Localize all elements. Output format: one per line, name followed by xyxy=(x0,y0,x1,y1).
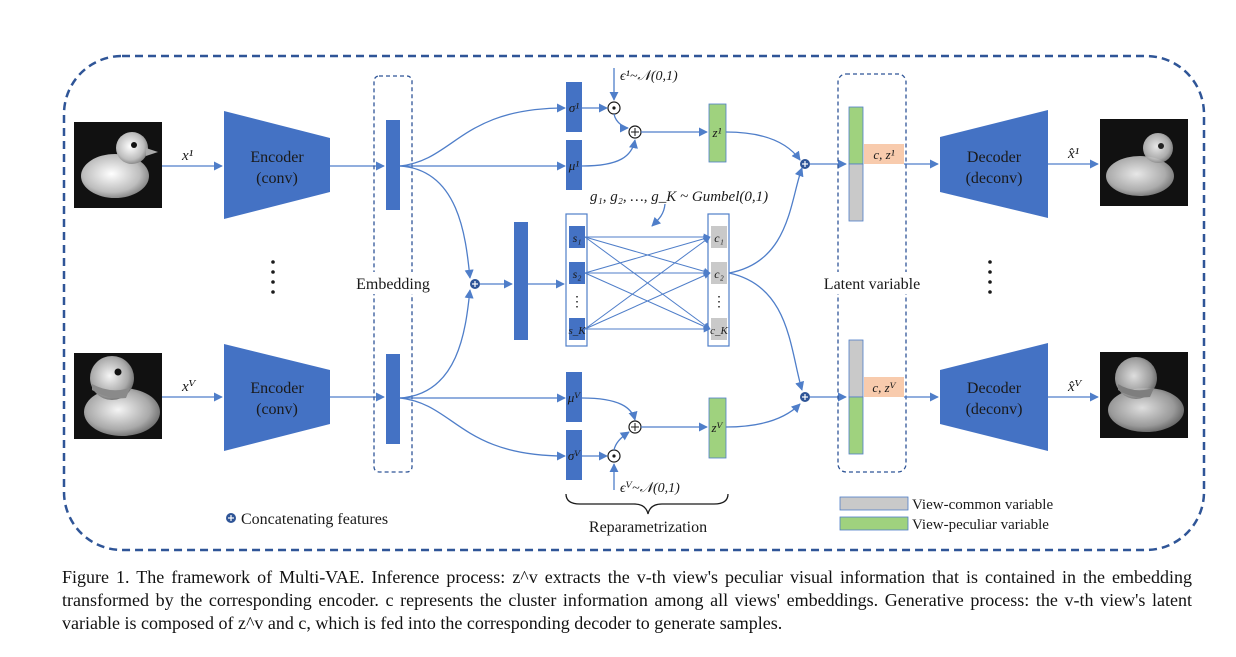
output-label-top: x̂¹ xyxy=(1067,146,1080,162)
input-label-top: x¹ xyxy=(181,148,194,164)
c-column-frame xyxy=(707,213,730,347)
figure-caption: Figure 1. The framework of Multi-VAE. In… xyxy=(62,566,1192,635)
legend-label-peculiar: View-peculiar variable xyxy=(912,517,1049,533)
encoder-bottom-label: Encoder xyxy=(250,380,304,397)
reparam-label: Reparametrization xyxy=(589,519,707,536)
embedding-box xyxy=(373,75,413,473)
c1-box xyxy=(711,226,727,248)
ellipsis-dots-left xyxy=(271,260,275,294)
embedding-bar-top xyxy=(386,120,400,210)
sigma-top-label: σ¹ xyxy=(569,100,579,115)
s2-label: s₂ xyxy=(573,267,582,281)
decoder-top-label: Decoder xyxy=(967,149,1022,166)
ellipsis-dots-right xyxy=(988,260,992,294)
s-ellipsis: ⋮ xyxy=(570,295,584,310)
reparam-brace xyxy=(565,493,729,515)
mu-bottom-label: μⱽ xyxy=(567,390,582,405)
outer-frame xyxy=(62,54,1206,552)
sk-label: s_K xyxy=(568,325,586,337)
caption-text: The framework of Multi-VAE. Inference pr… xyxy=(62,567,1193,633)
decoder-bottom-label: Decoder xyxy=(967,380,1022,397)
input-image-bottom xyxy=(74,353,162,439)
legend-swatch-common xyxy=(839,496,909,511)
output-image-bottom xyxy=(1100,352,1188,438)
sigma-top-box xyxy=(566,82,582,132)
decoder-top-sub: (deconv) xyxy=(966,170,1023,187)
latent-top-green xyxy=(848,106,864,165)
multi-vae-diagram: x¹ xⱽ Encoder (conv) Encoder (conv) Embe… xyxy=(62,54,1206,552)
cz-top-box xyxy=(864,144,904,164)
legend-label-common: View-common variable xyxy=(912,497,1053,513)
sigma-bottom-label: σⱽ xyxy=(568,448,581,463)
flow-bottom-sigma xyxy=(399,397,566,461)
embedding-label: Embedding xyxy=(356,276,430,293)
cz-top-label: c, z¹ xyxy=(873,147,894,162)
sk-box xyxy=(569,318,585,340)
output-label-bottom: x̂ⱽ xyxy=(1067,379,1083,395)
z-bottom-box xyxy=(708,397,727,459)
eps-bottom-label: ϵⱽ~𝒩(0,1) xyxy=(620,481,680,496)
ck-label: c_K xyxy=(710,325,728,337)
encoder-top xyxy=(224,111,330,219)
ck-box xyxy=(711,318,727,340)
legend-swatch-peculiar xyxy=(839,516,909,531)
gumbel-label: g₁, g₂, …, g_K ~ Gumbel(0,1) xyxy=(590,189,768,205)
concat-legend-label: Concatenating features xyxy=(241,511,388,528)
latent-top-gray xyxy=(848,163,864,222)
encoder-top-sub: (conv) xyxy=(256,170,298,187)
input-label-bottom: xⱽ xyxy=(181,379,197,395)
encoder-top-label: Encoder xyxy=(250,149,304,166)
decoder-top xyxy=(940,110,1048,218)
s-to-c-connections xyxy=(584,233,711,333)
z-top-box xyxy=(708,103,727,163)
c1-label: c₁ xyxy=(714,231,724,245)
latent-bottom-green xyxy=(848,396,864,455)
flow-bottom-concat xyxy=(399,289,474,399)
s-column-frame xyxy=(565,213,588,347)
decoder-bottom-sub: (deconv) xyxy=(966,401,1023,418)
sigma-bottom-box xyxy=(566,430,582,480)
input-image-top xyxy=(74,122,162,208)
encoder-bottom-sub: (conv) xyxy=(256,401,298,418)
s1-box xyxy=(569,226,585,248)
embedding-bar-bottom xyxy=(386,354,400,444)
cz-bottom-label: c, zⱽ xyxy=(872,380,896,395)
z-top-label: z¹ xyxy=(712,125,722,140)
eps-top-label: ϵ¹~𝒩(0,1) xyxy=(620,69,678,84)
c-ellipsis: ⋮ xyxy=(712,295,726,310)
decoder-bottom xyxy=(940,343,1048,451)
c2-label: c₂ xyxy=(714,267,724,281)
caption-prefix: Figure 1. xyxy=(62,567,137,587)
encoder-bottom xyxy=(224,344,330,451)
mu-top-box xyxy=(566,140,582,190)
mu-bottom-box xyxy=(566,372,582,422)
z-bottom-label: zⱽ xyxy=(711,420,724,435)
flow-top-concat xyxy=(399,165,474,279)
output-image-top xyxy=(1100,119,1188,206)
mu-top-label: μ¹ xyxy=(568,158,580,173)
flow-top-sigma xyxy=(399,103,566,167)
s1-label: s₁ xyxy=(573,231,582,245)
latent-label: Latent variable xyxy=(824,276,920,293)
latent-bottom-gray xyxy=(848,339,864,398)
s2-box xyxy=(569,262,585,284)
c2-box xyxy=(711,262,727,284)
concat-bar xyxy=(514,222,528,340)
cz-bottom-box xyxy=(864,377,904,397)
arrow-gumbel xyxy=(651,203,666,227)
